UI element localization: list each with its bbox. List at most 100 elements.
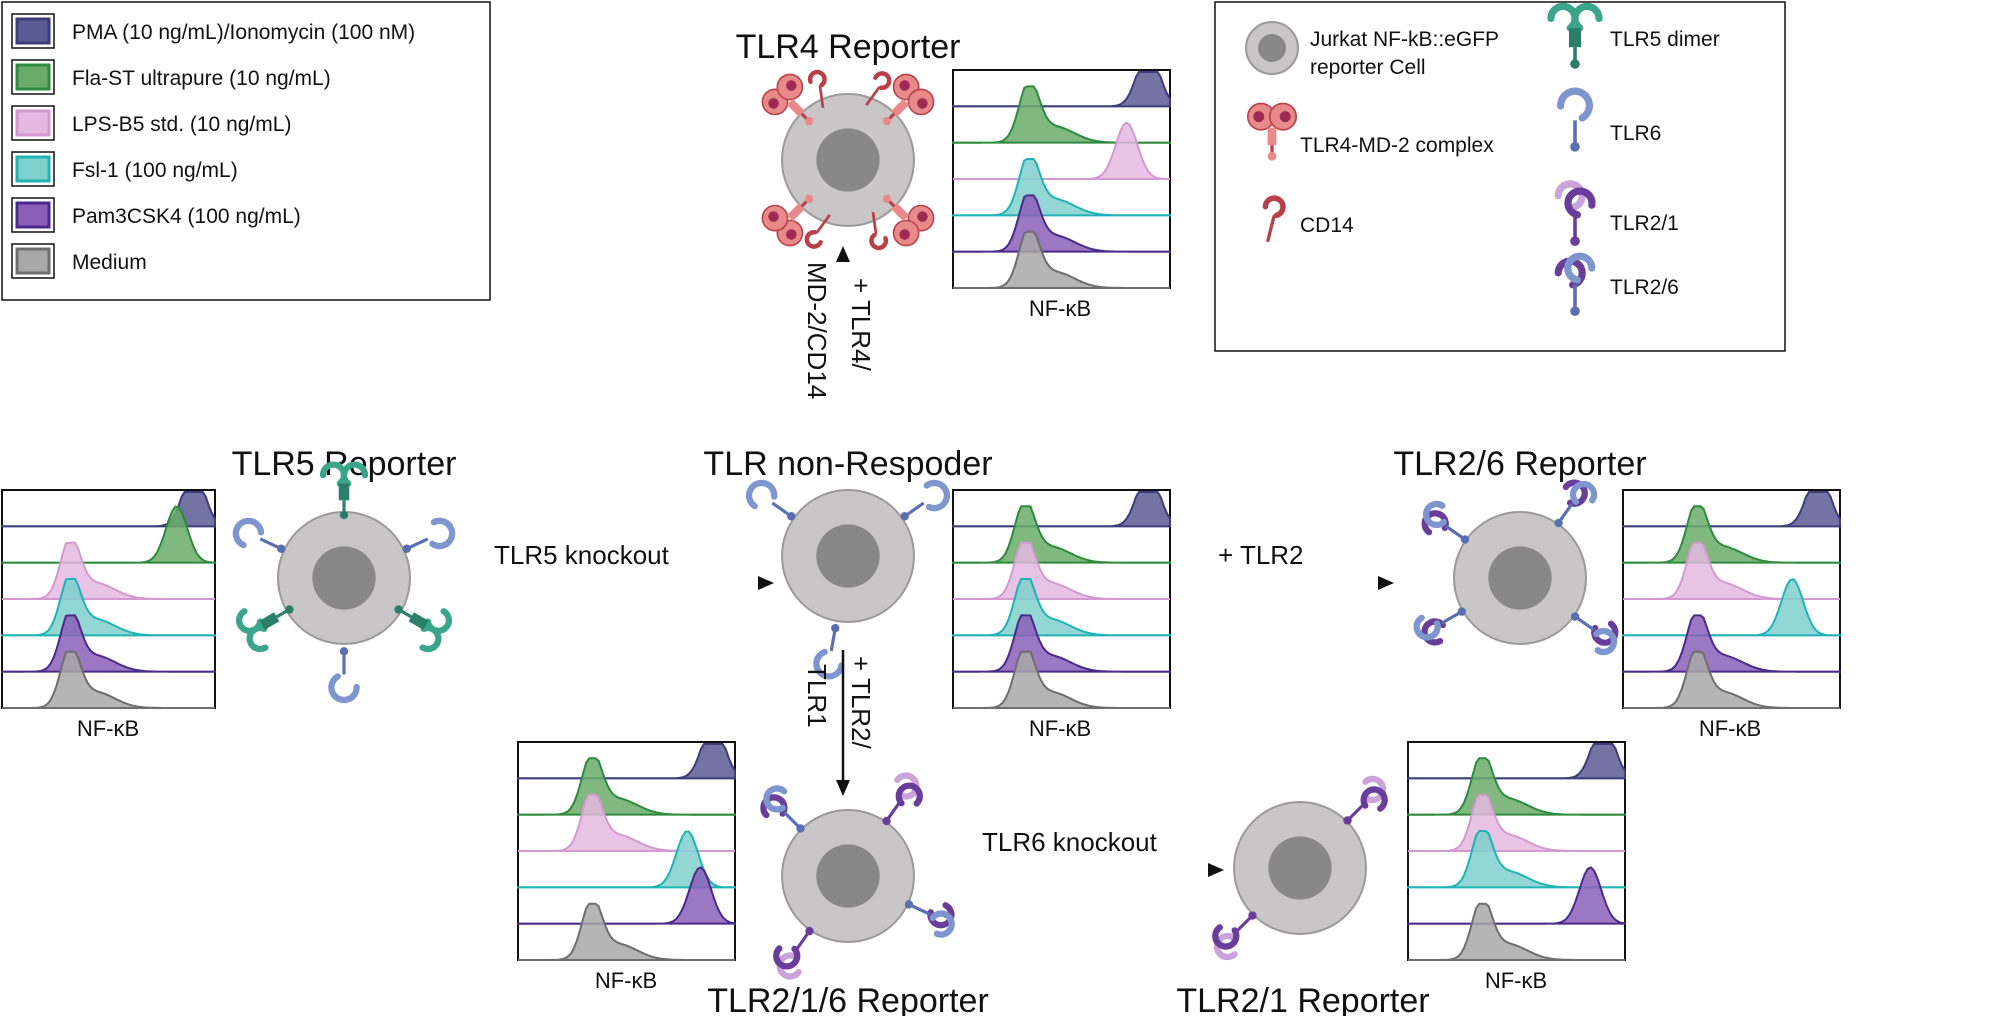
arrow-down-label-1: + TLR2/	[846, 656, 876, 750]
histogram-trace	[517, 866, 736, 925]
histogram-trace	[952, 158, 1171, 217]
arrow-tlr6-knockout-head	[1208, 863, 1224, 877]
histogram-trace	[952, 578, 1171, 637]
histogram-xlabel: NF-κB	[1699, 716, 1761, 741]
legend-item-label: LPS-B5 std. (10 ng/mL)	[72, 113, 291, 136]
legend-symbols: Jurkat NF-kB::eGFP reporter Cell TLR4-MD…	[1214, 1, 1786, 352]
histogram-xlabel: NF-κB	[1485, 968, 1547, 993]
tlr2-1-icon	[1554, 180, 1596, 246]
arrow-tlr6-knockout-label: TLR6 knockout	[982, 827, 1158, 857]
histogram-trace	[1, 614, 216, 673]
arrow-down-label-b: TLR1	[802, 664, 832, 728]
tlr5-reporter-cell	[232, 461, 456, 704]
legend-tlr21-label: TLR2/1	[1610, 212, 1679, 235]
title-tlr-non-responder: TLR non-Respoder	[703, 445, 992, 483]
histogram-trace	[952, 614, 1171, 673]
histogram-xlabel: NF-κB	[1029, 296, 1091, 321]
histogram-panel: NF-κB	[952, 69, 1171, 321]
histogram-trace	[518, 902, 735, 961]
histogram-trace	[952, 71, 1171, 108]
tlr21-reporter-cell	[1212, 775, 1388, 961]
legend-item-label: PMA (10 ng/mL)/Ionomycin (100 nM)	[72, 21, 415, 44]
histogram-trace	[517, 757, 736, 816]
histogram-trace	[1622, 578, 1841, 637]
legend-cell-label-2: reporter Cell	[1310, 56, 1426, 79]
arrow-up-label: + TLR4/	[846, 278, 876, 372]
histogram-trace	[2, 650, 215, 709]
legend-tlr4-label: TLR4-MD-2 complex	[1300, 134, 1494, 157]
legend-tlr6-label: TLR6	[1610, 122, 1661, 145]
histogram-trace	[1407, 743, 1626, 780]
legend-cell-label-1: Jurkat NF-kB::eGFP	[1310, 28, 1499, 51]
histogram-panel: NF-κB	[1407, 741, 1626, 993]
tlr6-icon	[1556, 87, 1593, 152]
histogram-panel: NF-κB	[1, 489, 216, 741]
histogram-trace	[953, 541, 1170, 600]
histogram-panel: NF-κB	[952, 489, 1171, 741]
histogram-trace	[1, 578, 216, 637]
arrow-tlr5-knockout-head	[758, 576, 774, 590]
legend-tlr5-label: TLR5 dimer	[1610, 28, 1720, 51]
histogram-trace	[952, 505, 1171, 564]
legend-tlr26-label: TLR2/6	[1610, 276, 1679, 299]
arrow-plus-tlr2-label: + TLR2	[1218, 540, 1304, 570]
arrow-down-head	[836, 780, 850, 796]
histogram-trace	[1622, 614, 1841, 673]
arrow-up-label-2: MD-2/CD14	[802, 262, 832, 399]
histogram-trace	[517, 743, 736, 780]
histogram-trace	[952, 491, 1171, 528]
tlr2-6-icon	[1554, 252, 1596, 316]
title-tlr216-reporter: TLR2/1/6 Reporter	[707, 982, 989, 1016]
arrow-up-head	[836, 246, 850, 262]
arrow-tlr5-knockout-label: TLR5 knockout	[494, 540, 670, 570]
legend-swatch	[15, 109, 51, 137]
histogram-trace	[1407, 757, 1626, 816]
cd14-icon	[1262, 195, 1286, 243]
tlr26-reporter-cell	[1413, 479, 1619, 656]
histogram-xlabel: NF-κB	[595, 968, 657, 993]
arrow-down-label-2: TLR1	[802, 664, 832, 728]
title-tlr21-reporter: TLR2/1 Reporter	[1176, 982, 1429, 1016]
legend-swatch	[15, 247, 51, 275]
arrow-up-label-1: + TLR4/	[846, 278, 876, 372]
tlr-non-responder-cell	[745, 479, 951, 680]
legend-conditions: PMA (10 ng/mL)/Ionomycin (100 nM) Fla-ST …	[1, 1, 491, 301]
arrow-down-label: + TLR2/	[846, 656, 876, 750]
histogram-trace	[952, 194, 1171, 253]
histogram-xlabel: NF-κB	[77, 716, 139, 741]
histogram-trace	[952, 85, 1171, 144]
legend-cd14-label: CD14	[1300, 214, 1354, 237]
histogram-trace	[2, 541, 215, 600]
legend-swatch	[15, 201, 51, 229]
histogram-trace	[1407, 866, 1626, 925]
title-tlr4-reporter: TLR4 Reporter	[736, 28, 961, 66]
tlr5-dimer-icon	[1547, 2, 1603, 69]
arrow-up-label-b: MD-2/CD14	[802, 262, 832, 399]
cell-icon	[1245, 21, 1299, 75]
histogram-trace	[953, 230, 1170, 289]
arrow-plus-tlr2-head	[1378, 576, 1394, 590]
title-tlr26-reporter: TLR2/6 Reporter	[1393, 445, 1646, 483]
tlr216-reporter-cell	[760, 772, 955, 980]
legend-item-label: Medium	[72, 251, 147, 274]
histogram-trace	[1408, 902, 1625, 961]
legend-item-label: Fsl-1 (100 ng/mL)	[72, 159, 238, 182]
legend-swatch	[15, 17, 51, 45]
legend-swatch	[15, 63, 51, 91]
histogram-trace	[1622, 491, 1841, 528]
histogram-trace	[1622, 505, 1841, 564]
histogram-trace	[1623, 650, 1840, 709]
histogram-trace	[1623, 541, 1840, 600]
histogram-trace	[518, 793, 735, 852]
histogram-panel: NF-κB	[1622, 489, 1841, 741]
tlr4-reporter-cell	[761, 69, 935, 251]
histogram-trace	[1, 505, 216, 564]
histogram-trace	[953, 650, 1170, 709]
legend-item-label: Fla-ST ultrapure (10 ng/mL)	[72, 67, 331, 90]
histogram-trace	[953, 121, 1171, 180]
legend-item-label: Pam3CSK4 (100 ng/mL)	[72, 205, 301, 228]
histogram-xlabel: NF-κB	[1029, 716, 1091, 741]
histogram-trace	[1408, 793, 1625, 852]
tlr4-md2-icon	[1246, 102, 1298, 161]
